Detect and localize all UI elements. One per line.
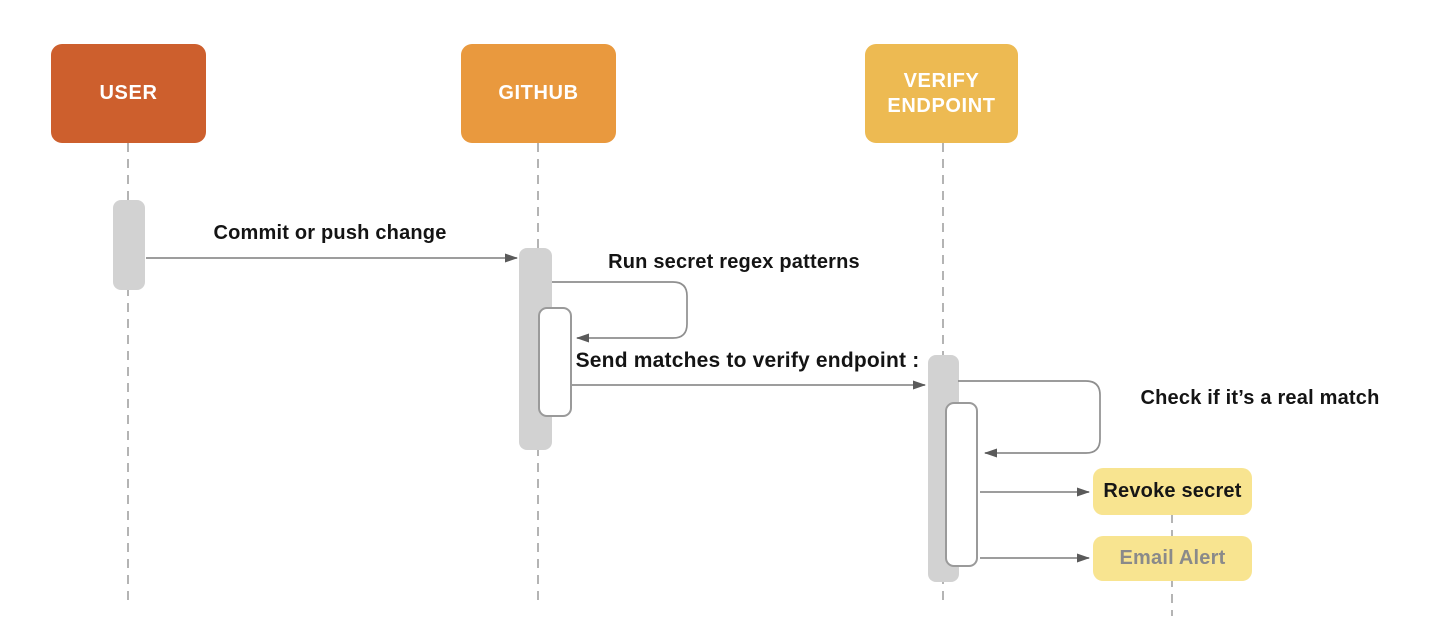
actor-box-github: GITHUB: [461, 44, 616, 143]
message-label-send-matches: Send matches to verify endpoint :: [575, 349, 920, 372]
message-label-check-match: Check if it’s a real match: [1140, 387, 1380, 409]
activation-bar-user: [113, 200, 145, 290]
self-loop-check-match: [958, 380, 1101, 458]
note-box-email-alert: Email Alert: [1093, 536, 1252, 581]
message-label-commit-or-push: Commit or push change: [213, 222, 447, 244]
self-loop-run-regex: [552, 281, 688, 343]
actor-box-verify-endpoint: VERIFY ENDPOINT: [865, 44, 1018, 143]
actor-box-user: USER: [51, 44, 206, 143]
message-label-run-regex: Run secret regex patterns: [608, 251, 860, 273]
sub-activation-bar-verify-endpoint: [945, 402, 978, 567]
note-box-revoke-secret: Revoke secret: [1093, 468, 1252, 515]
